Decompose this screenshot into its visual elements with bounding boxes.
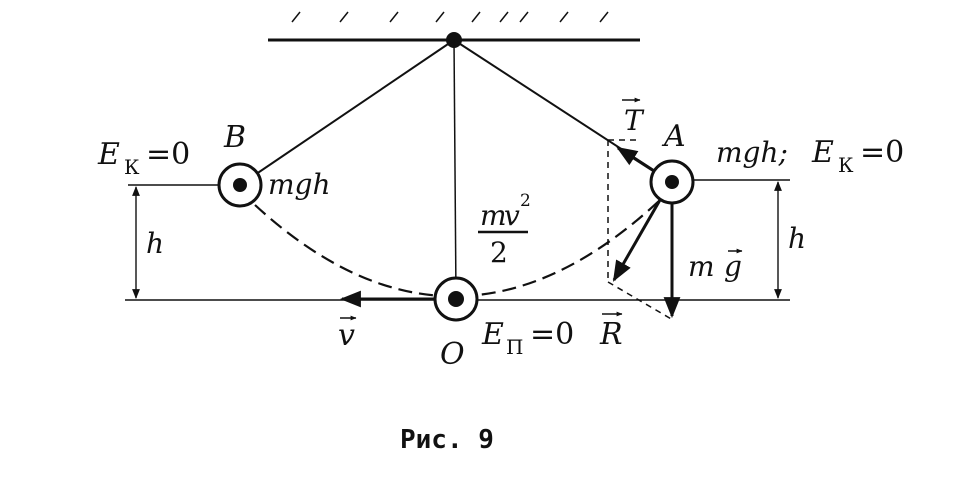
label-squared: 2 xyxy=(520,191,531,211)
label-o: O xyxy=(440,337,465,372)
string-vertical xyxy=(453,39,457,299)
bob-o xyxy=(433,276,479,322)
left-energy-e: E xyxy=(97,137,120,172)
label-denominator: 2 xyxy=(490,236,508,269)
label-a: A xyxy=(661,119,686,154)
bottom-energy-e: E xyxy=(481,317,504,352)
bottom-energy-eq0: =0 xyxy=(530,317,574,352)
height-dimensions xyxy=(132,181,782,299)
label-h-right: h xyxy=(788,222,806,255)
bob-a xyxy=(649,159,695,205)
vector-signs xyxy=(340,97,743,321)
left-energy-eq0: =0 xyxy=(146,137,190,172)
force-parallelogram xyxy=(607,139,674,321)
right-energy-k: К xyxy=(838,153,854,177)
label-h-left: h xyxy=(146,227,164,260)
label-v: v xyxy=(338,318,355,353)
left-energy-k: К xyxy=(124,155,140,179)
figure-caption: Рис. 9 xyxy=(400,425,494,455)
label-mgh-right: mgh; xyxy=(716,136,788,169)
ceiling-hatching xyxy=(291,11,609,23)
label-mg-g: g xyxy=(724,250,742,283)
right-energy-e: E xyxy=(811,135,834,170)
bottom-energy-p: П xyxy=(506,335,523,359)
string-b xyxy=(239,39,455,186)
bob-b xyxy=(217,162,263,208)
label-r: R xyxy=(599,317,623,352)
label-t: T xyxy=(624,104,645,137)
label-mg-m: m xyxy=(688,250,715,283)
label-v-numerator: v xyxy=(504,199,520,232)
label-m: m xyxy=(480,199,507,232)
label-b: B xyxy=(223,120,246,155)
resultant-force-arrow xyxy=(612,185,670,282)
right-energy-eq0: =0 xyxy=(860,135,904,170)
label-mgh-left: mgh xyxy=(268,168,331,201)
trajectory-arc xyxy=(254,199,661,298)
